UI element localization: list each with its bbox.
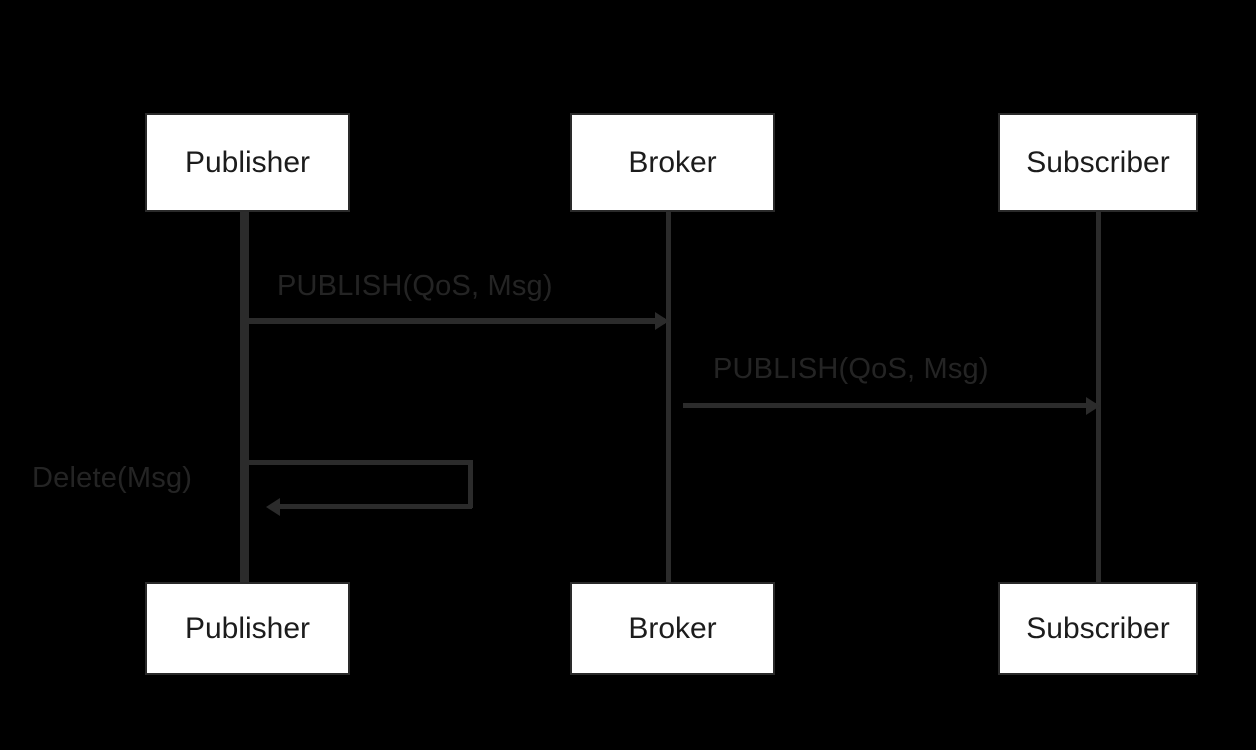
arrowhead-delete-self xyxy=(266,498,280,516)
participant-label-broker-bottom: Broker xyxy=(628,611,717,645)
participant-box-broker-bottom[interactable]: Broker xyxy=(570,582,775,675)
arrowhead-publish-to-subscriber xyxy=(1086,397,1100,415)
participant-box-publisher-top[interactable]: Publisher xyxy=(145,113,350,212)
participant-label-publisher-top: Publisher xyxy=(184,145,311,179)
participant-box-publisher-bottom[interactable]: Publisher xyxy=(145,582,350,675)
arrowhead-publish-to-broker xyxy=(655,312,669,330)
message-label-publish-to-subscriber: PUBLISH(QoS, Msg) xyxy=(713,353,989,385)
participant-label-subscriber-bottom: Subscriber xyxy=(1026,611,1170,645)
lifeline-broker xyxy=(666,212,671,584)
participant-label-subscriber-top: Subscriber xyxy=(1026,145,1170,179)
message-line-delete-self-right xyxy=(468,460,473,508)
message-line-delete-self-bottom xyxy=(272,504,472,509)
participant-box-subscriber-top[interactable]: Subscriber xyxy=(998,113,1198,212)
message-line-delete-self-top xyxy=(245,460,473,465)
participant-label-publisher-bottom: Publisher xyxy=(184,611,311,645)
message-line-publish-to-subscriber xyxy=(683,403,1098,408)
participant-box-broker-top[interactable]: Broker xyxy=(570,113,775,212)
message-label-delete-self: Delete(Msg) xyxy=(32,462,193,494)
lifeline-publisher xyxy=(240,212,249,584)
message-line-publish-to-broker xyxy=(245,318,665,324)
participant-label-broker-top: Broker xyxy=(628,145,717,179)
message-label-publish-to-broker: PUBLISH(QoS, Msg) xyxy=(277,270,553,302)
participant-box-subscriber-bottom[interactable]: Subscriber xyxy=(998,582,1198,675)
